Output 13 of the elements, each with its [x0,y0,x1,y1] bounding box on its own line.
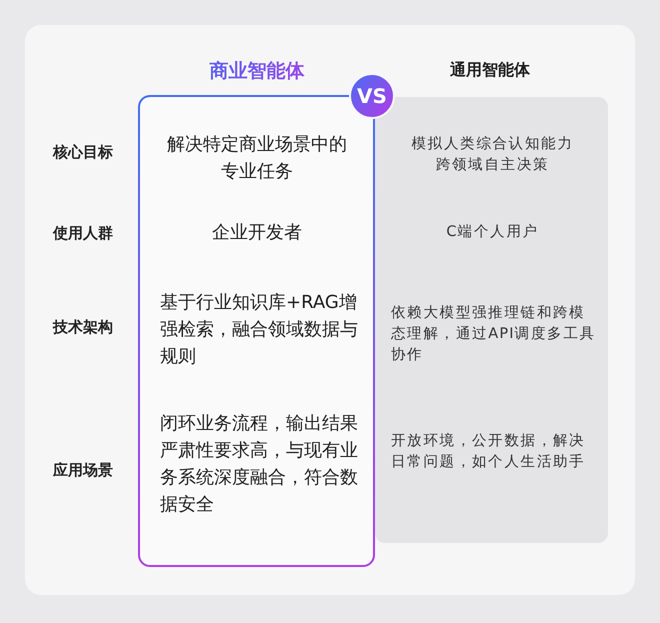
cell-text: 开放环境，公开数据，解决日常问题，如个人生活助手 [391,432,586,472]
row-label: 使用人群 [52,224,114,243]
cell-text: 企业开发者 [211,221,303,245]
cell-text: 解决特定商业场景中的专业任务 [166,133,348,184]
row-label: 核心目标 [52,143,114,162]
cell-text: 模拟人类综合认知能力跨领域自主决策 [410,135,574,175]
row-label: 应用场景 [52,461,114,480]
cell-text: C端个人用户 [445,223,540,242]
cell-text: 基于行业知识库+RAG增强检索，融合领域数据与规则 [160,291,359,369]
column-heading: 通用智能体 [449,60,531,81]
cell-text: 依赖大模型强推理链和跨模态理解，通过API调度多工具协作 [391,304,596,365]
cell-text: 闭环业务流程，输出结果严肃性要求高，与现有业务系统深度融合，符合数据安全 [160,412,359,517]
row-label: 技术架构 [52,318,114,337]
